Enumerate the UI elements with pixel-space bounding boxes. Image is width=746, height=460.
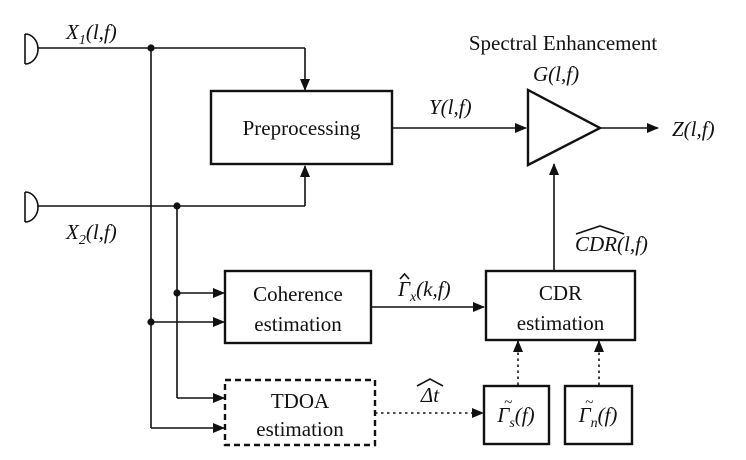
gamma-x-text: Γx(k,f) xyxy=(397,277,451,305)
tdoa-label-line1: TDOA xyxy=(271,389,330,413)
gamma-x-hat-accent xyxy=(399,272,410,280)
x2-label: X2(l,f) xyxy=(65,220,117,248)
tdoa-label-line2: estimation xyxy=(256,417,344,441)
cdr-estimation-block: CDR estimation xyxy=(484,269,637,342)
gamma-n-tilde: ~ xyxy=(585,395,593,411)
cdr-label-line1: CDR xyxy=(539,281,582,305)
microphone-2-icon xyxy=(24,191,39,223)
preprocessing-block: Preprocessing xyxy=(209,89,394,166)
z-label: Z(l,f) xyxy=(672,117,715,141)
gamma-s-tilde: ~ xyxy=(504,395,512,411)
gain-label: G(l,f) xyxy=(533,62,579,86)
coherence-label-line1: Coherence xyxy=(253,282,343,306)
x2-signal-wires xyxy=(38,165,310,403)
coherence-label-line2: estimation xyxy=(254,312,342,336)
cdr-hat-text: CDR(l,f) xyxy=(575,232,648,256)
cdr-label-line2: estimation xyxy=(517,311,605,335)
preprocessing-label: Preprocessing xyxy=(243,116,361,140)
delta-t-hat-accent xyxy=(416,378,444,387)
cdr-hat-label: CDR(l,f) xyxy=(575,225,648,256)
gain-amplifier xyxy=(526,88,603,167)
coherence-estimation-block: Coherence estimation xyxy=(223,269,373,345)
gamma-n-label: Γn(f) xyxy=(578,403,618,431)
gamma-x-label: Γx(k,f) xyxy=(397,272,451,305)
gamma-s-label: Γs(f) xyxy=(496,403,534,431)
cdr-hat-accent xyxy=(575,225,625,235)
delta-t-text: Δt xyxy=(420,383,440,407)
gamma-s-block: Γs(f) ~ xyxy=(482,384,551,446)
tdoa-estimation-block: TDOA estimation xyxy=(223,378,377,447)
x1-signal-wires xyxy=(38,44,310,433)
spectral-enhancement-title: Spectral Enhancement xyxy=(469,31,657,55)
x1-label: X1(l,f) xyxy=(65,20,117,48)
gamma-n-block: Γn(f) ~ xyxy=(563,384,634,446)
delta-t-label: Δt xyxy=(416,378,444,407)
y-label: Y(l,f) xyxy=(429,95,472,119)
microphone-1-icon xyxy=(24,33,39,65)
